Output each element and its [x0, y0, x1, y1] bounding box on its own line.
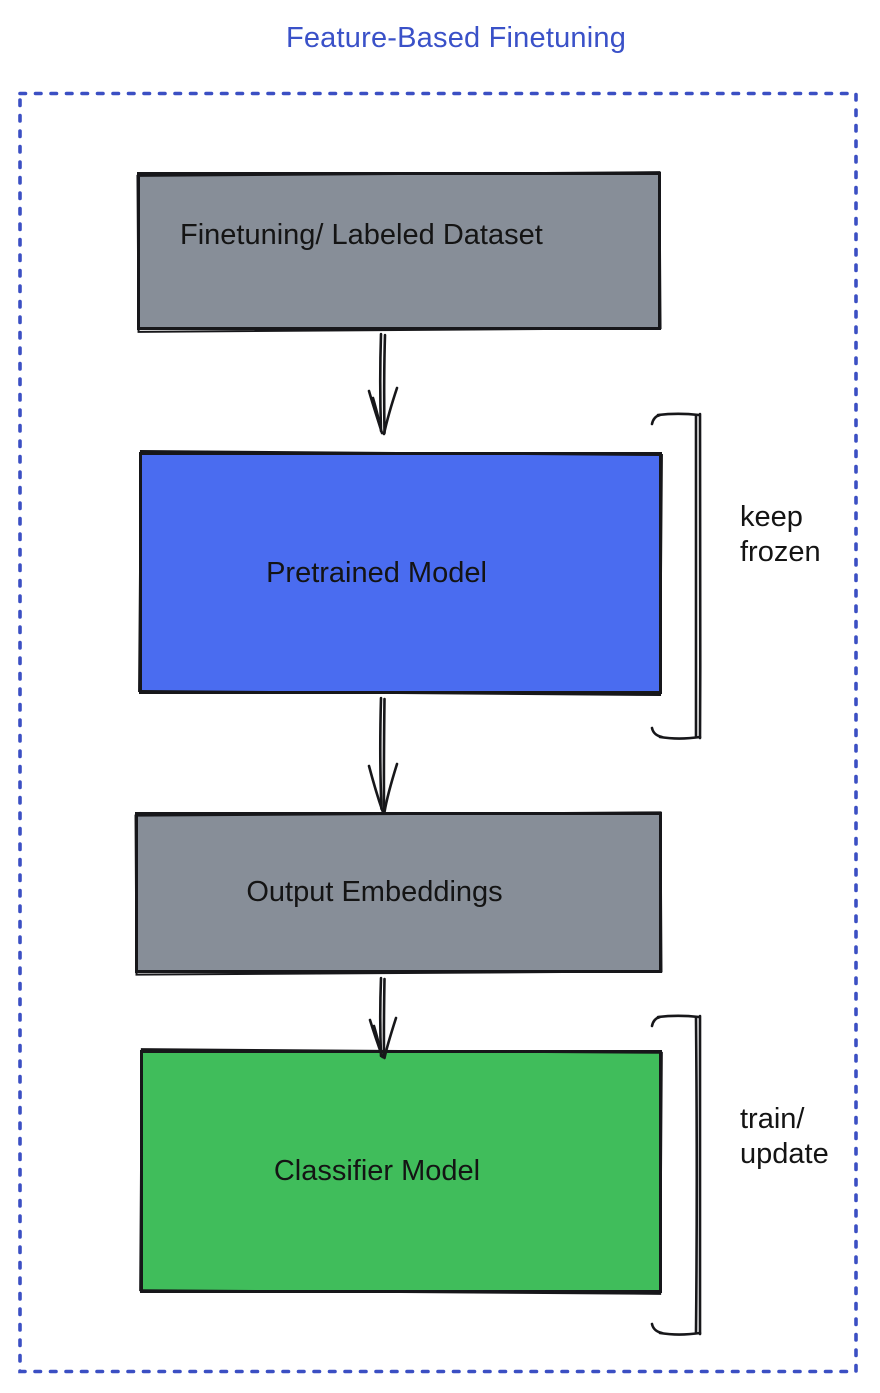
- diagram-title: Feature-Based Finetuning: [285, 22, 627, 54]
- node-pretrained-model: Pretrained Model: [139, 452, 662, 694]
- keep-frozen-line1: keep: [740, 501, 803, 533]
- node-finetuning-labeled-dataset: Finetuning/ Labeled Dataset: [137, 172, 661, 330]
- node-label: Pretrained Model: [266, 556, 487, 589]
- train-update-line2: update: [740, 1138, 829, 1170]
- node-label: Finetuning/ Labeled Dataset: [180, 219, 543, 251]
- train-update-bracket-icon: [650, 1014, 702, 1336]
- node-label: Classifier Model: [273, 1155, 481, 1187]
- node-classifier-model: Classifier Model: [140, 1050, 662, 1293]
- arrow-down-icon: [368, 976, 398, 1060]
- arrow-down-icon: [367, 696, 399, 814]
- keep-frozen-label: keep frozen: [740, 500, 821, 570]
- keep-frozen-bracket-icon: [650, 412, 702, 740]
- node-label: Output Embeddings: [246, 876, 503, 908]
- train-update-line1: train/: [740, 1103, 805, 1135]
- arrow-down-icon: [367, 332, 399, 436]
- train-update-label: train/ update: [740, 1102, 829, 1172]
- keep-frozen-line2: frozen: [740, 536, 821, 568]
- node-output-embeddings: Output Embeddings: [135, 812, 662, 973]
